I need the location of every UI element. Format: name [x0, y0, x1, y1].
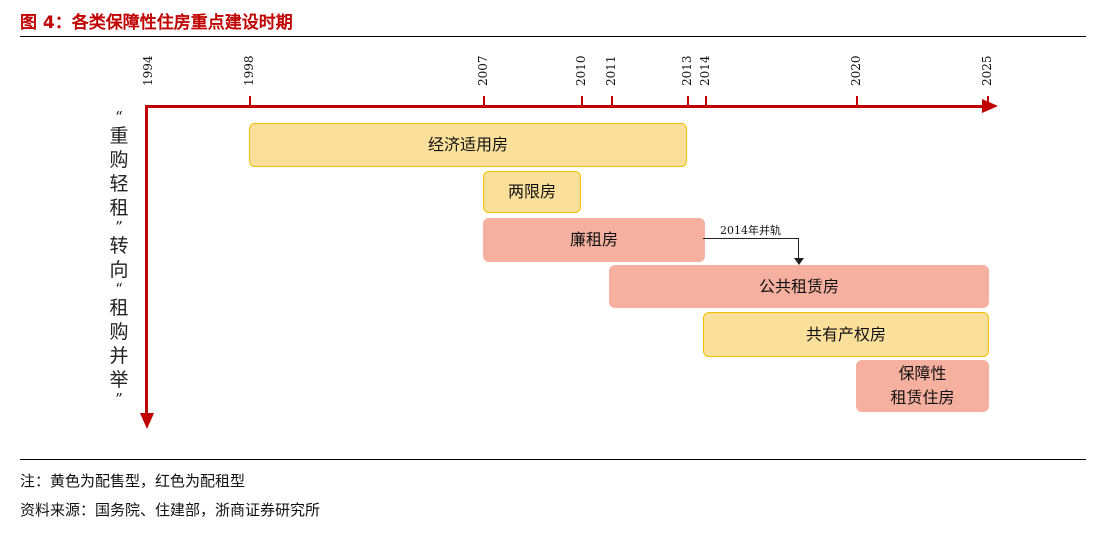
bar-label-line2: 租赁住房 [890, 388, 955, 407]
bar-low-rent-housing: 廉租房 [483, 218, 705, 262]
open-quote-2: “ [115, 280, 123, 298]
merge-annotation: 2014年并轨 [720, 224, 781, 237]
merge-connector [703, 238, 799, 239]
bottom-rule [20, 459, 1086, 460]
bar-affordable-rental-housing: 保障性 租赁住房 [856, 360, 989, 412]
bar-label: 廉租房 [569, 230, 618, 249]
timeline-arrow-head [982, 99, 998, 113]
vertical-label-char: 并 [109, 345, 129, 367]
source-note: 资料来源：国务院、住建部，浙商证券研究所 [20, 501, 321, 519]
vertical-label-char: 重 [109, 125, 129, 147]
vertical-axis [145, 105, 148, 415]
top-rule [20, 36, 1086, 37]
legend-note: 注：黄色为配售型，红色为配租型 [20, 472, 246, 490]
year-label-2011: 2011 [604, 55, 618, 86]
bar-label: 公共租赁房 [758, 276, 839, 296]
vertical-label-char: 购 [109, 321, 129, 343]
tick-2013 [687, 96, 689, 108]
vertical-label-char: 租 [109, 197, 129, 219]
year-label-2007: 2007 [476, 55, 490, 86]
year-label-1998: 1998 [242, 55, 256, 86]
vertical-label-char: 购 [109, 149, 129, 171]
tick-2011 [611, 96, 613, 108]
bar-label: 经济适用房 [427, 135, 508, 154]
vertical-label-char: 租 [109, 297, 129, 319]
tick-2010 [581, 96, 583, 108]
bar-label: 两限房 [507, 182, 556, 201]
year-label-2014: 2014 [698, 55, 712, 86]
year-label-2010: 2010 [574, 55, 588, 86]
close-quote-2: ” [115, 390, 123, 408]
close-quote-1: ” [115, 218, 123, 236]
open-quote-1: “ [115, 108, 123, 126]
vertical-label-char: 举 [109, 369, 129, 391]
vertical-label-char: 向 [109, 259, 129, 281]
tick-2020 [856, 96, 858, 108]
tick-2025 [987, 96, 989, 108]
vertical-label-char: 轻 [109, 173, 129, 195]
tick-2014 [705, 96, 707, 108]
tick-1998 [249, 96, 251, 108]
merge-arrow-head [794, 258, 804, 265]
vertical-arrow-head [140, 413, 154, 429]
bar-public-rental-housing: 公共租赁房 [609, 265, 989, 308]
bar-label: 共有产权房 [805, 324, 886, 344]
bar-economic-housing: 经济适用房 [249, 123, 687, 167]
figure-title: 图 4：各类保障性住房重点建设时期 [20, 13, 293, 33]
tick-2007 [483, 96, 485, 108]
merge-connector-down [798, 238, 799, 260]
vertical-label-char: 转 [109, 235, 129, 257]
year-label-2020: 2020 [849, 55, 863, 86]
timeline-axis [146, 105, 984, 108]
bar-price-limited-housing: 两限房 [483, 171, 581, 213]
year-label-1994: 1994 [141, 55, 155, 86]
bar-label-line1: 保障性 [898, 364, 947, 383]
vertical-label: “ 重 购 轻 租 ” 转 向 “ 租 购 并 举 ” [104, 108, 134, 408]
year-label-2025: 2025 [980, 55, 994, 86]
bar-shared-ownership-housing: 共有产权房 [703, 312, 989, 357]
